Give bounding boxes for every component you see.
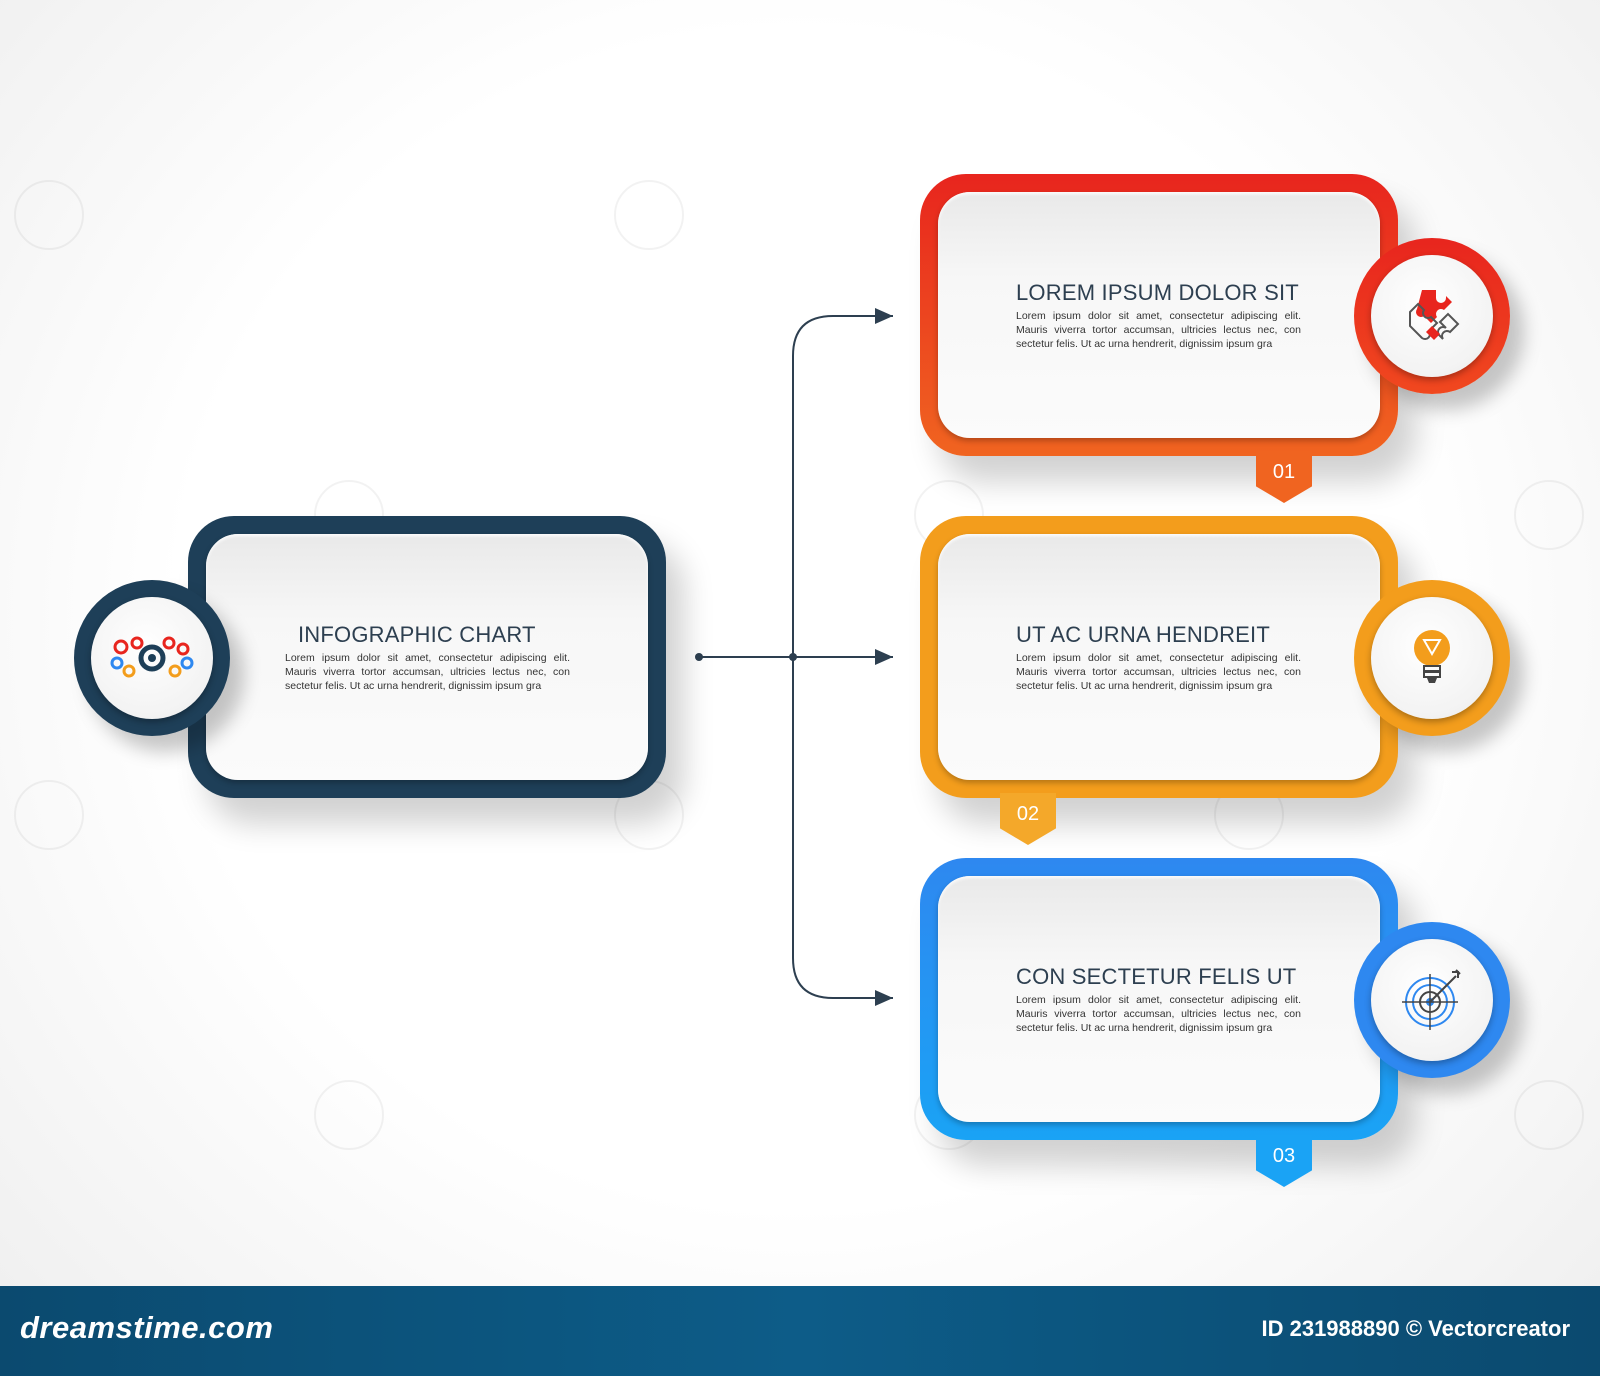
branch-card-02: UT AC URNA HENDREIT Lorem ipsum dolor si…	[920, 516, 1398, 798]
branch-card-panel	[938, 876, 1380, 1122]
watermark-logo	[614, 180, 684, 250]
step-number: 01	[1272, 461, 1296, 483]
gears-icon	[110, 636, 194, 678]
branch-icon-bubble	[1354, 580, 1510, 736]
watermark-logo	[14, 780, 84, 850]
branch-card-title: UT AC URNA HENDREIT	[1016, 622, 1270, 647]
footer-brand-logo: dreamstime.com	[20, 1310, 274, 1345]
watermark-logo	[1514, 1080, 1584, 1150]
branch-card-panel	[938, 534, 1380, 780]
branch-icon-bubble	[1354, 922, 1510, 1078]
branch-icon-disc	[1371, 255, 1493, 377]
branch-card-03: CON SECTETUR FELIS UT Lorem ipsum dolor …	[920, 858, 1398, 1140]
connector-up-branch	[792, 308, 893, 657]
infographic-stage: INFOGRAPHIC CHART Lorem ipsum dolor sit …	[14, 174, 1584, 1187]
main-card-title: INFOGRAPHIC CHART	[298, 622, 536, 647]
branch-card-text: CON SECTETUR FELIS UT Lorem ipsum dolor …	[1016, 964, 1301, 1035]
step-number: 03	[1272, 1145, 1296, 1167]
branch-card-body: Lorem ipsum dolor sit amet, consectetur …	[1016, 652, 1301, 692]
branch-card-title: CON SECTETUR FELIS UT	[1016, 964, 1297, 989]
branch-icon-bubble	[1354, 238, 1510, 394]
branch-card-body: Lorem ipsum dolor sit amet, consectetur …	[1016, 994, 1301, 1034]
connector-lines	[695, 308, 893, 1006]
watermark-logo	[14, 180, 84, 250]
branch-card-01: LOREM IPSUM DOLOR SIT Lorem ipsum dolor …	[920, 174, 1398, 456]
main-card-body: Lorem ipsum dolor sit amet, consectetur …	[285, 652, 570, 692]
step-number: 02	[1016, 803, 1040, 825]
watermark-logo	[314, 1080, 384, 1150]
footer-bar: dreamstime.com ID 231988890 © Vectorcrea…	[0, 1286, 1600, 1376]
branch-icon-disc	[1371, 597, 1493, 719]
target-icon	[1402, 969, 1461, 1030]
branch-card-body: Lorem ipsum dolor sit amet, consectetur …	[1016, 310, 1301, 350]
main-card: INFOGRAPHIC CHART Lorem ipsum dolor sit …	[188, 516, 666, 798]
main-card-text: INFOGRAPHIC CHART Lorem ipsum dolor sit …	[285, 622, 570, 693]
branch-card-panel	[938, 192, 1380, 438]
watermark-logo	[1514, 480, 1584, 550]
main-card-panel	[206, 534, 648, 780]
connector-down-branch	[792, 657, 893, 1006]
footer-image-id: ID 231988890 © Vectorcreator	[1261, 1316, 1570, 1341]
branch-card-text: LOREM IPSUM DOLOR SIT Lorem ipsum dolor …	[1016, 280, 1301, 351]
branch-card-text: UT AC URNA HENDREIT Lorem ipsum dolor si…	[1016, 622, 1301, 693]
branch-card-title: LOREM IPSUM DOLOR SIT	[1016, 280, 1299, 305]
main-icon-disc	[91, 597, 213, 719]
branch-icon-disc	[1371, 939, 1493, 1061]
puzzle-icon	[1409, 290, 1460, 340]
main-icon-bubble	[74, 580, 230, 736]
lightbulb-icon	[1414, 630, 1450, 683]
